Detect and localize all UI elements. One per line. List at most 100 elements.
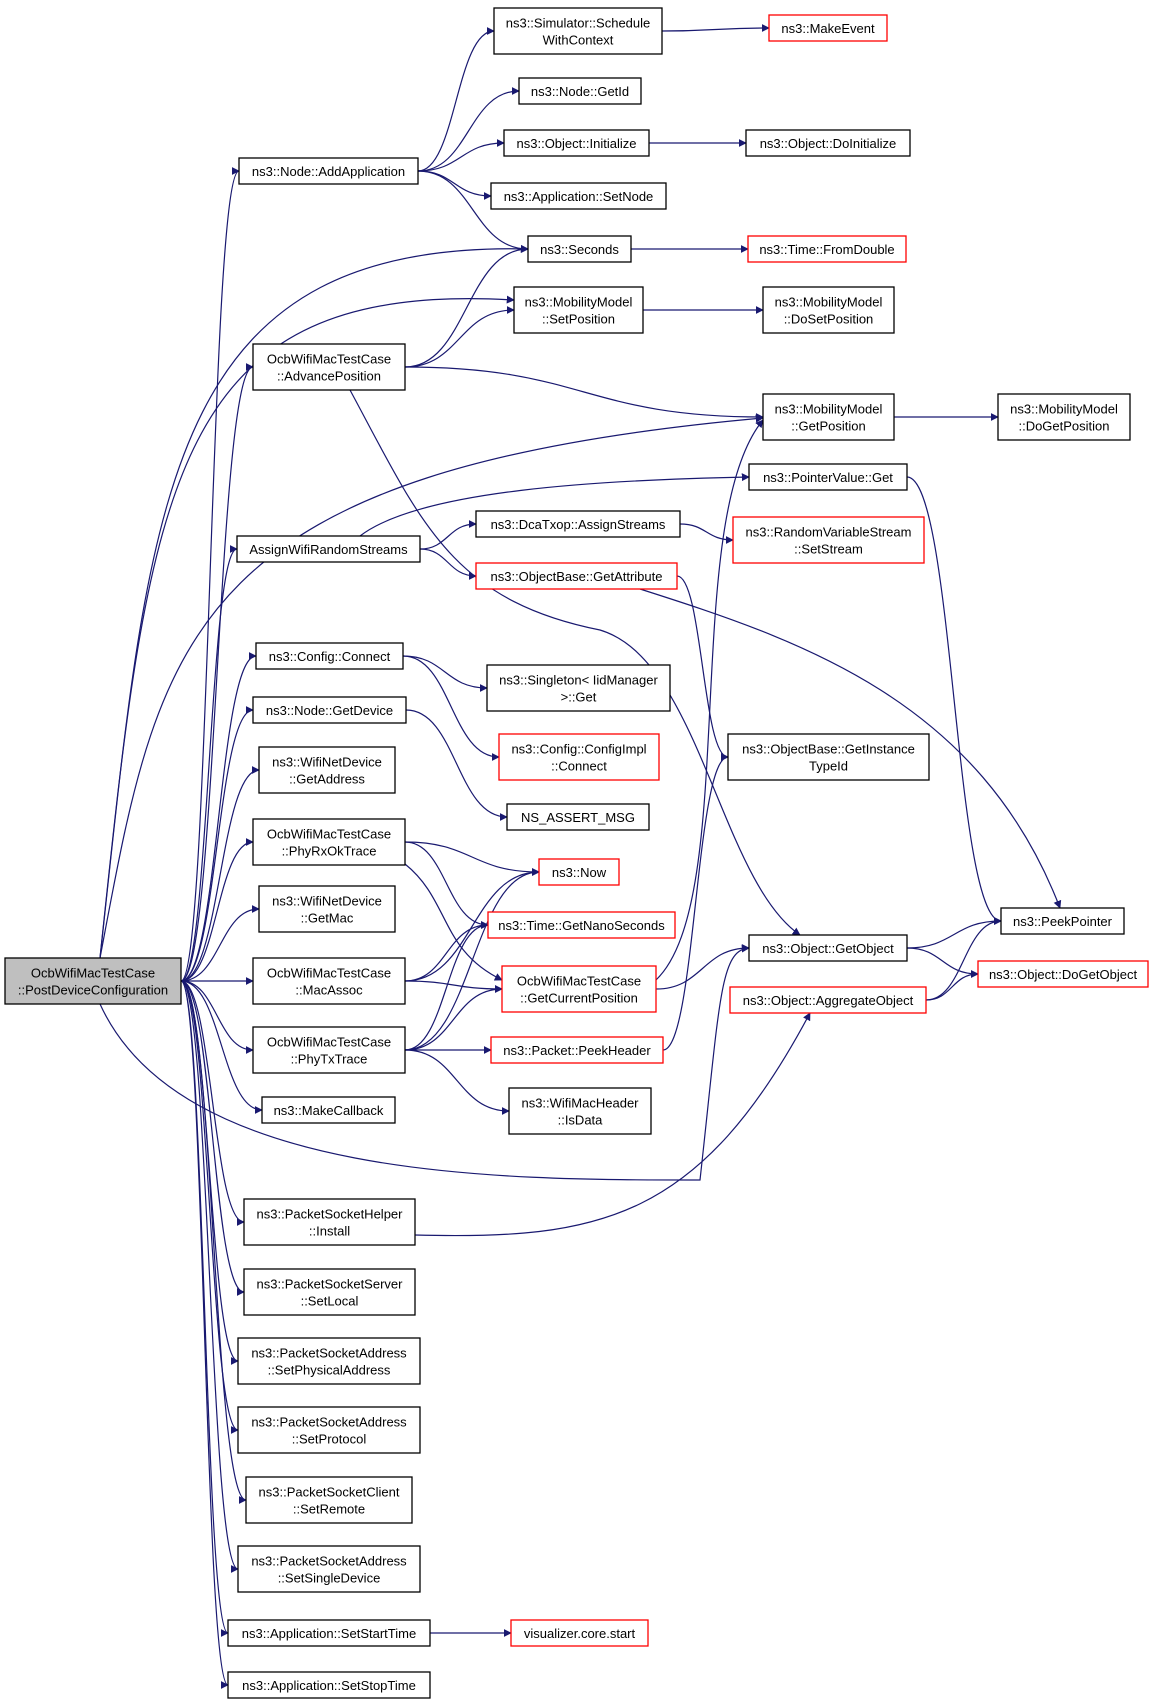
node-label: ns3::Config::ConfigImpl bbox=[511, 742, 646, 757]
edge-root-to-mmsetpos bbox=[99, 295, 515, 959]
edge-root-to-psasetproto bbox=[180, 980, 239, 1434]
node-label: ns3::Time::FromDouble bbox=[759, 242, 894, 257]
edge-assignrs-to-getattr bbox=[419, 548, 477, 580]
node-appstop[interactable]: ns3::Application::SetStopTime bbox=[227, 1671, 431, 1699]
node-box bbox=[506, 803, 650, 831]
node-mmdogetpos[interactable]: ns3::MobilityModel::DoGetPosition bbox=[997, 393, 1131, 441]
edge-getattr-to-getinsttid bbox=[676, 575, 729, 761]
node-phyrxok[interactable]: OcbWifiMacTestCase::PhyRxOkTrace bbox=[252, 818, 406, 866]
edge-macassoc-to-getcurpos bbox=[404, 980, 503, 993]
node-peekptr[interactable]: ns3::PeekPointer bbox=[1000, 907, 1125, 935]
node-psasetsingle[interactable]: ns3::PacketSocketAddress::SetSingleDevic… bbox=[237, 1545, 421, 1593]
node-label: ns3::Object::DoGetObject bbox=[989, 967, 1138, 982]
node-ptrget[interactable]: ns3::PointerValue::Get bbox=[748, 463, 908, 491]
node-advpos[interactable]: OcbWifiMacTestCase::AdvancePosition bbox=[252, 343, 406, 391]
node-objinit[interactable]: ns3::Object::Initialize bbox=[503, 129, 650, 157]
node-label: WithContext bbox=[543, 33, 614, 48]
node-box bbox=[243, 1198, 416, 1246]
node-appstart[interactable]: ns3::Application::SetStartTime bbox=[227, 1619, 431, 1647]
node-label: OcbWifiMacTestCase bbox=[267, 1035, 391, 1050]
node-mmdosetpos[interactable]: ns3::MobilityModel::DoSetPosition bbox=[762, 286, 895, 334]
node-makeevent[interactable]: ns3::MakeEvent bbox=[768, 14, 888, 42]
node-label: ns3::PeekPointer bbox=[1013, 914, 1113, 929]
node-cfgconnect[interactable]: ns3::Config::Connect bbox=[255, 642, 404, 670]
node-phytx[interactable]: OcbWifiMacTestCase::PhyTxTrace bbox=[252, 1026, 406, 1074]
node-label: ns3::MakeCallback bbox=[274, 1103, 384, 1118]
edge-root-to-wndgetmac bbox=[180, 905, 260, 982]
node-box bbox=[243, 1268, 416, 1316]
node-objdoinit[interactable]: ns3::Object::DoInitialize bbox=[745, 129, 911, 157]
node-box bbox=[237, 1337, 421, 1385]
edge-nodegetdev-to-nsassert bbox=[405, 709, 508, 821]
node-label: ns3::PacketSocketAddress bbox=[251, 1346, 407, 1361]
node-box bbox=[227, 1671, 431, 1699]
node-label: ::SetSingleDevice bbox=[278, 1571, 381, 1586]
node-label: ns3::Node::GetId bbox=[531, 84, 629, 99]
node-mmsetpos[interactable]: ns3::MobilityModel::SetPosition bbox=[513, 286, 644, 334]
node-pssetlocal[interactable]: ns3::PacketSocketServer::SetLocal bbox=[243, 1268, 416, 1316]
node-fromdouble[interactable]: ns3::Time::FromDouble bbox=[747, 235, 907, 263]
node-nodegetdev[interactable]: ns3::Node::GetDevice bbox=[252, 696, 407, 724]
node-objgetobj[interactable]: ns3::Object::GetObject bbox=[748, 934, 908, 962]
node-wndgetaddr[interactable]: ns3::WifiNetDevice::GetAddress bbox=[258, 746, 396, 794]
node-label: ns3::Packet::PeekHeader bbox=[503, 1043, 651, 1058]
node-label: ns3::WifiNetDevice bbox=[272, 755, 382, 770]
node-now[interactable]: ns3::Now bbox=[538, 858, 620, 886]
node-nodegetid[interactable]: ns3::Node::GetId bbox=[518, 77, 642, 105]
node-vizstart[interactable]: visualizer.core.start bbox=[510, 1619, 649, 1647]
edge-root-to-mmgetpos bbox=[99, 414, 764, 959]
node-singleton[interactable]: ns3::Singleton< IidManager>::Get bbox=[486, 664, 671, 712]
node-cfgimpl[interactable]: ns3::Config::ConfigImpl::Connect bbox=[498, 733, 660, 781]
node-mmgetpos[interactable]: ns3::MobilityModel::GetPosition bbox=[762, 393, 895, 441]
node-psasetphys[interactable]: ns3::PacketSocketAddress::SetPhysicalAdd… bbox=[237, 1337, 421, 1385]
node-box bbox=[747, 235, 907, 263]
node-rvssetstream[interactable]: ns3::RandomVariableStream::SetStream bbox=[732, 516, 925, 564]
node-label: ns3::Config::Connect bbox=[269, 649, 391, 664]
node-dcaassign[interactable]: ns3::DcaTxop::AssignStreams bbox=[475, 510, 681, 538]
node-getattr[interactable]: ns3::ObjectBase::GetAttribute bbox=[475, 562, 678, 590]
node-label: ns3::Seconds bbox=[540, 242, 619, 257]
node-label: ::PhyRxOkTrace bbox=[282, 844, 377, 859]
node-label: OcbWifiMacTestCase bbox=[267, 352, 391, 367]
edge-getcurpos-to-objgetobj bbox=[655, 944, 750, 990]
edge-root-to-cfgconnect bbox=[180, 652, 257, 982]
node-appsetnode[interactable]: ns3::Application::SetNode bbox=[490, 182, 667, 210]
node-psasetproto[interactable]: ns3::PacketSocketAddress::SetProtocol bbox=[237, 1406, 421, 1454]
node-box bbox=[487, 911, 676, 939]
node-label: ns3::MobilityModel bbox=[775, 295, 883, 310]
node-box bbox=[538, 858, 620, 886]
node-label: ::SetProtocol bbox=[292, 1432, 367, 1447]
node-isdata[interactable]: ns3::WifiMacHeader::IsData bbox=[508, 1087, 652, 1135]
node-label: ns3::Object::DoInitialize bbox=[760, 136, 897, 151]
edge-root-to-pscsetremote bbox=[180, 980, 247, 1504]
node-pshinstall[interactable]: ns3::PacketSocketHelper::Install bbox=[243, 1198, 416, 1246]
node-label: ::SetPhysicalAddress bbox=[268, 1363, 391, 1378]
node-getcurpos[interactable]: OcbWifiMacTestCase::GetCurrentPosition bbox=[501, 965, 657, 1013]
node-wndgetmac[interactable]: ns3::WifiNetDevice::GetMac bbox=[258, 885, 396, 933]
edge-addapp-to-objinit bbox=[417, 139, 505, 172]
node-label: ::Install bbox=[309, 1224, 350, 1239]
edge-objgetobj-to-objdogetobj bbox=[906, 947, 979, 978]
edge-root-to-makecb bbox=[180, 980, 263, 1114]
node-peekhdr[interactable]: ns3::Packet::PeekHeader bbox=[490, 1036, 664, 1064]
node-objdogetobj[interactable]: ns3::Object::DoGetObject bbox=[977, 960, 1149, 988]
node-label: ns3::Now bbox=[552, 865, 607, 880]
node-label: ::SetStream bbox=[794, 542, 863, 557]
node-getnano[interactable]: ns3::Time::GetNanoSeconds bbox=[487, 911, 676, 939]
edge-cfgconnect-to-singleton bbox=[402, 655, 488, 692]
edge-root-to-assignrs bbox=[180, 545, 238, 982]
node-pscsetremote[interactable]: ns3::PacketSocketClient::SetRemote bbox=[245, 1476, 413, 1524]
node-label: ns3::Object::Initialize bbox=[517, 136, 637, 151]
node-aggobj[interactable]: ns3::Object::AggregateObject bbox=[729, 986, 927, 1014]
node-macassoc[interactable]: OcbWifiMacTestCase::MacAssoc bbox=[252, 957, 406, 1005]
node-makecb[interactable]: ns3::MakeCallback bbox=[261, 1096, 396, 1124]
node-addapp[interactable]: ns3::Node::AddApplication bbox=[238, 157, 419, 185]
node-assignrs[interactable]: AssignWifiRandomStreams bbox=[236, 535, 421, 563]
node-root[interactable]: OcbWifiMacTestCase::PostDeviceConfigurat… bbox=[4, 957, 182, 1005]
node-label: ::DoGetPosition bbox=[1018, 419, 1109, 434]
node-seconds[interactable]: ns3::Seconds bbox=[527, 235, 632, 263]
node-box bbox=[762, 393, 895, 441]
node-nsassert[interactable]: NS_ASSERT_MSG bbox=[506, 803, 650, 831]
